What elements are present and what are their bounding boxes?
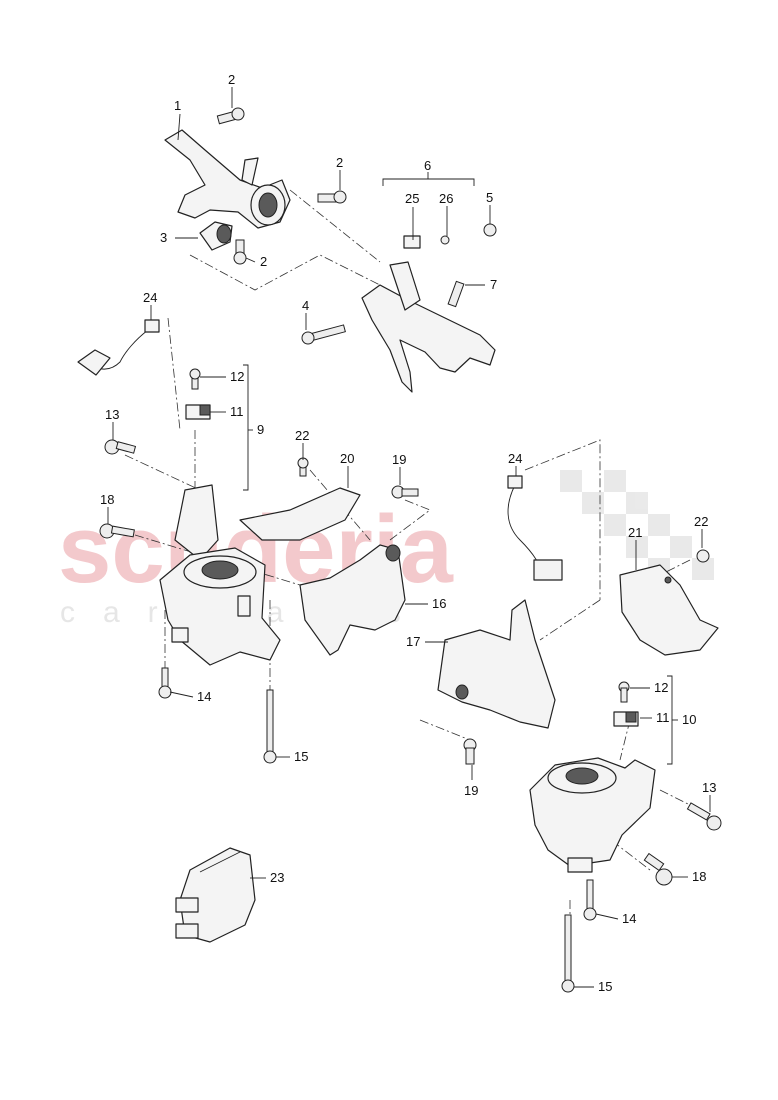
callout-9: 9 [257, 422, 264, 437]
part-24-sensor-harness-right [507, 475, 563, 581]
callout-13: 13 [105, 407, 119, 422]
right-engine-mount [529, 757, 656, 873]
callout-6: 6 [424, 158, 431, 173]
callout-15: 15 [294, 749, 308, 764]
callout-16: 16 [432, 596, 446, 611]
part-23-control-unit [175, 847, 256, 943]
callout-24: 24 [143, 290, 157, 305]
callout-18: 18 [100, 492, 114, 507]
part-12-bolt-right [618, 681, 630, 703]
callout-11: 11 [230, 404, 244, 419]
callout-22: 22 [295, 428, 309, 443]
part-14-bolt-right [583, 879, 597, 921]
part-24-sensor-harness [77, 319, 160, 376]
callout-5: 5 [486, 190, 493, 205]
callout-3: 3 [160, 230, 167, 245]
callout-15: 15 [598, 979, 612, 994]
leader-lines [107, 87, 711, 988]
part-13-bolt-right [686, 802, 722, 831]
callout-21: 21 [628, 525, 642, 540]
callout-25: 25 [405, 191, 419, 206]
callout-22: 22 [694, 514, 708, 529]
part-3-bushing [199, 221, 233, 251]
callout-20: 20 [340, 451, 354, 466]
callout-17: 17 [406, 634, 420, 649]
part-1-torque-support [164, 129, 291, 229]
callout-12: 12 [654, 680, 668, 695]
callout-24: 24 [508, 451, 522, 466]
part-12-bolt [189, 368, 201, 390]
callout-23: 23 [270, 870, 284, 885]
part-11-sensor [185, 404, 211, 420]
part-13-bolt [104, 439, 137, 455]
part-18-bolt-right [643, 852, 673, 886]
part-18-bolt [99, 523, 135, 539]
left-engine-mount [159, 484, 281, 666]
part-19-bolt [391, 485, 477, 765]
callout-7: 7 [490, 277, 497, 292]
callout-18: 18 [692, 869, 706, 884]
callout-12: 12 [230, 369, 244, 384]
callout-13: 13 [702, 780, 716, 795]
callout-1: 1 [174, 98, 181, 113]
part-15-bolt [263, 689, 277, 764]
callout-11: 11 [656, 710, 670, 725]
callout-14: 14 [622, 911, 636, 926]
part-6-bracket [301, 223, 497, 393]
part-20-heat-shield [239, 487, 361, 541]
part-21-heat-shield [619, 564, 719, 656]
part-15-bolt-right [561, 914, 575, 993]
callout-2: 2 [336, 155, 343, 170]
part-16-bracket [299, 544, 406, 656]
callout-19: 19 [392, 452, 406, 467]
callout-14: 14 [197, 689, 211, 704]
callout-2: 2 [228, 72, 235, 87]
callout-19: 19 [464, 783, 478, 798]
callout-2: 2 [260, 254, 267, 269]
part-14-bolt [158, 667, 172, 699]
part-17-bracket [437, 599, 556, 729]
callout-4: 4 [302, 298, 309, 313]
callout-10: 10 [682, 712, 696, 727]
checkered-flag-watermark [560, 470, 714, 580]
callout-26: 26 [439, 191, 453, 206]
callout-labels: 1 2 2 2 3 4 5 6 7 25 26 24 12 11 9 13 18… [100, 72, 716, 994]
part-11-sensor-right [613, 711, 639, 727]
part-2-bolt [216, 107, 347, 265]
